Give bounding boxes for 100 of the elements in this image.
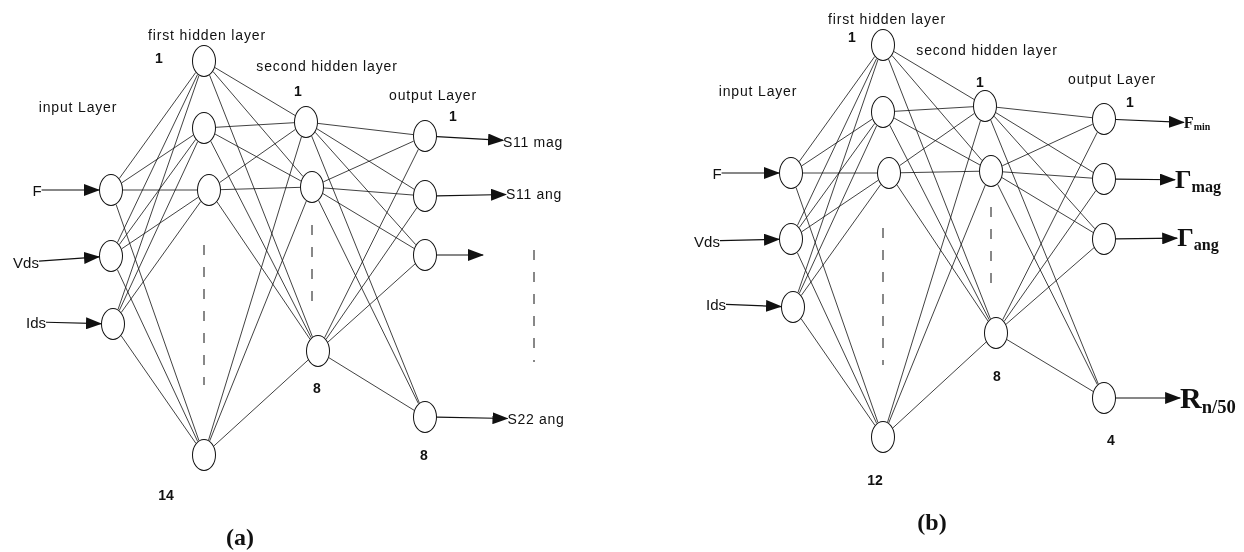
input-label: F: [32, 182, 42, 198]
connection-line: [893, 117, 981, 166]
neuron-circle: [1092, 103, 1116, 135]
neuron-count: 1: [155, 51, 163, 65]
neuron-circle: [871, 29, 895, 61]
connection-line: [798, 56, 876, 162]
connection-line: [990, 119, 1099, 385]
connection-line: [894, 106, 974, 112]
arrow: [436, 412, 509, 425]
neuron-circle: [197, 174, 221, 206]
connection-line: [325, 207, 418, 340]
neuron-count: 8: [313, 381, 321, 395]
connection-line: [996, 106, 1093, 119]
connection-line: [327, 263, 416, 343]
connection-line: [328, 357, 415, 411]
connection-line: [219, 129, 296, 183]
connection-line: [118, 72, 197, 179]
connection-line: [213, 359, 309, 447]
connection-line: [116, 269, 199, 442]
connection-line: [896, 184, 989, 322]
connection-line: [322, 193, 415, 249]
neuron-circle: [779, 223, 803, 255]
connection-line: [1002, 171, 1093, 179]
arrow: [721, 167, 780, 179]
neuron-circle: [781, 291, 805, 323]
connection-line: [322, 140, 415, 183]
connection-line: [995, 112, 1094, 173]
connection-line: [209, 74, 313, 338]
neuron-count: 8: [420, 448, 428, 462]
connection-line: [120, 335, 197, 444]
connection-line: [212, 71, 304, 177]
neuron-circle: [871, 96, 895, 128]
connection-line: [993, 115, 1096, 230]
input-label: R$_{n/50}$: [1180, 383, 1236, 413]
connection-line: [121, 196, 199, 250]
output-label: S11 mag: [503, 135, 563, 149]
arrow: [436, 249, 484, 261]
neuron-circle: [973, 90, 997, 122]
connection-line: [801, 118, 873, 167]
neuron-circle: [306, 335, 330, 367]
neuron-circle: [413, 180, 437, 212]
neuron-circle: [877, 157, 901, 189]
connection-line: [122, 189, 198, 191]
connection-line: [899, 113, 975, 166]
input-label: Vds: [13, 254, 39, 270]
connection-line: [888, 58, 991, 320]
neuron-circle: [99, 174, 123, 206]
arrow: [436, 133, 505, 146]
connection-line: [887, 120, 981, 423]
neuron-count: 1: [976, 75, 984, 89]
arrow: [38, 251, 100, 264]
arrow: [1115, 392, 1182, 404]
neuron-circle: [413, 401, 437, 433]
connection-line: [215, 122, 295, 128]
neuron-count: 1: [449, 109, 457, 123]
neuron-count: 12: [867, 473, 883, 487]
connection-line: [797, 58, 877, 226]
neuron-count: 4: [1107, 433, 1115, 447]
input-label: Ids: [706, 296, 726, 312]
neuron-count: 1: [848, 30, 856, 44]
arrow: [1115, 232, 1179, 245]
neuron-circle: [192, 439, 216, 471]
neuron-circle: [779, 157, 803, 189]
arrow: [1115, 115, 1185, 128]
neuron-circle: [300, 171, 324, 203]
neuron-circle: [192, 45, 216, 77]
connection-line: [798, 123, 876, 228]
neuron-circle: [984, 317, 1008, 349]
connection-line: [323, 187, 414, 196]
connection-line: [796, 252, 878, 424]
connection-line: [892, 341, 987, 429]
layer-label: second hidden layer: [916, 43, 1058, 57]
neuron-circle: [101, 308, 125, 340]
arrow: [41, 184, 100, 196]
neuron-circle: [979, 155, 1003, 187]
layer-label: output Layer: [389, 88, 477, 102]
connection-line: [997, 183, 1098, 386]
connection-line: [893, 51, 975, 100]
connection-line: [800, 184, 882, 296]
layer-label: first hidden layer: [148, 28, 266, 42]
connection-line: [317, 123, 414, 135]
connection-line: [115, 204, 200, 441]
input-label: Vds: [694, 233, 720, 249]
layer-label: second hidden layer: [256, 59, 398, 73]
neuron-count: 14: [158, 488, 174, 502]
neuron-count: 1: [1126, 95, 1134, 109]
input-label: F: [712, 165, 722, 181]
connection-line: [318, 200, 419, 404]
neuron-circle: [1092, 223, 1116, 255]
connection-line: [120, 201, 202, 313]
connection-line: [121, 134, 194, 184]
connection-line: [801, 179, 879, 233]
connection-line: [800, 318, 876, 426]
connection-line: [802, 172, 878, 174]
output-label: F$_{min}$: [1183, 115, 1211, 131]
connection-line: [1003, 190, 1097, 322]
connection-line: [216, 201, 311, 340]
connection-line: [220, 186, 301, 191]
connection-line: [214, 67, 296, 116]
neuron-circle: [413, 120, 437, 152]
